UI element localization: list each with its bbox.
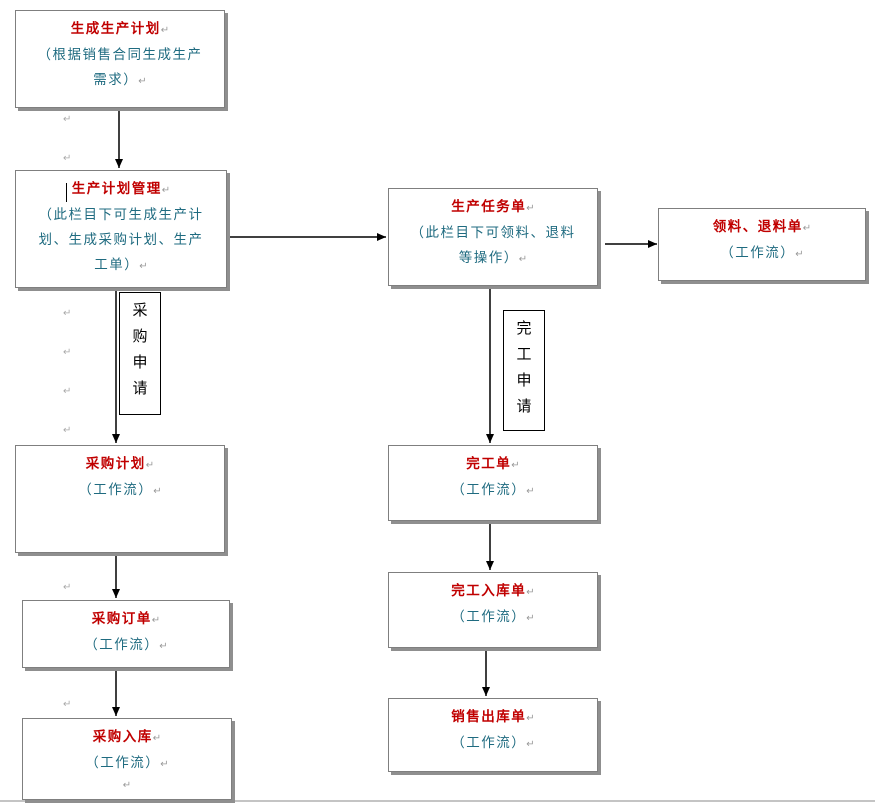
paragraph-mark: ↵: [63, 386, 72, 397]
box-title: 生产计划管理: [71, 181, 162, 197]
label-char: 请: [516, 397, 532, 415]
box-text: （工作流）: [78, 482, 154, 498]
box-text: 工单）: [94, 257, 140, 273]
paragraph-mark: ↵: [139, 261, 148, 272]
label-completion-request: 完 工 申 请: [503, 310, 545, 431]
box-text: 需求）: [93, 72, 139, 88]
box-text: （工作流）: [720, 245, 796, 261]
paragraph-mark: ↵: [151, 615, 161, 626]
label-char: 购: [132, 327, 148, 345]
box-purchase-plan: 采购计划↵ （工作流）↵: [15, 445, 225, 553]
paragraph-mark: ↵: [122, 780, 132, 791]
paragraph-mark: ↵: [153, 486, 162, 497]
paragraph-mark: ↵: [526, 739, 535, 750]
paragraph-mark: ↵: [63, 582, 72, 593]
paragraph-mark: ↵: [526, 713, 535, 724]
label-char: 完: [516, 319, 532, 337]
box-text: （工作流）: [84, 637, 160, 653]
label-char: 采: [132, 301, 148, 319]
label-char: 工: [516, 345, 532, 363]
box-title: 采购入库: [92, 729, 153, 745]
text-cursor: [66, 183, 67, 202]
box-purchase-order: 采购订单↵ （工作流）↵: [22, 600, 230, 668]
paragraph-mark: ↵: [138, 76, 147, 87]
label-char: 请: [132, 379, 148, 397]
box-title: 生成生产计划: [70, 21, 161, 37]
paragraph-mark: ↵: [802, 223, 812, 234]
paragraph-mark: ↵: [526, 203, 535, 214]
paragraph-mark: ↵: [526, 587, 535, 598]
paragraph-mark: ↵: [160, 759, 169, 770]
paragraph-mark: ↵: [160, 25, 170, 36]
paragraph-mark: ↵: [63, 347, 72, 358]
box-text: （此栏目下可生成生产计: [38, 207, 204, 223]
paragraph-mark: ↵: [63, 114, 72, 125]
paragraph-mark: ↵: [63, 308, 72, 319]
paragraph-mark: ↵: [526, 613, 535, 624]
box-text: 划、生成采购计划、生产: [38, 232, 204, 248]
box-title: 采购计划: [85, 456, 146, 472]
box-text: （工作流）: [451, 735, 527, 751]
box-production-plan-management: 生产计划管理↵ （此栏目下可生成生产计 划、生成采购计划、生产 工单）↵: [15, 170, 227, 288]
box-sales-outbound: 销售出库单↵ （工作流）↵: [388, 698, 598, 772]
box-title: 采购订单: [91, 611, 152, 627]
box-purchase-warehousing: 采购入库↵ （工作流）↵ ↵: [22, 718, 232, 800]
box-completion-warehousing: 完工入库单↵ （工作流）↵: [388, 572, 598, 648]
box-text: （工作流）: [451, 609, 527, 625]
box-generate-plan: 生成生产计划↵ （根据销售合同生成生产 需求）↵: [15, 10, 225, 108]
paragraph-mark: ↵: [152, 733, 162, 744]
paragraph-mark: ↵: [161, 185, 171, 196]
box-text: （工作流）: [85, 755, 161, 771]
box-text: （根据销售合同生成生产: [37, 47, 203, 63]
label-char: 申: [516, 371, 532, 389]
box-title: 完工单: [466, 456, 512, 472]
paragraph-mark: ↵: [63, 425, 72, 436]
box-text: （工作流）: [451, 482, 527, 498]
label-purchase-request: 采 购 申 请: [119, 292, 161, 415]
box-title: 生产任务单: [451, 199, 527, 215]
box-production-task: 生产任务单↵ （此栏目下可领料、退料 等操作）↵: [388, 188, 598, 286]
box-title: 完工入库单: [451, 583, 527, 599]
box-text: （此栏目下可领料、退料: [410, 225, 576, 241]
box-title: 领料、退料单: [712, 219, 803, 235]
box-material-issue-return: 领料、退料单↵ （工作流）↵: [658, 208, 866, 281]
box-completion: 完工单↵ （工作流）↵: [388, 445, 598, 521]
paragraph-mark: ↵: [518, 254, 528, 265]
paragraph-mark: ↵: [526, 486, 535, 497]
paragraph-mark: ↵: [795, 249, 804, 260]
paragraph-mark: ↵: [511, 460, 520, 471]
box-title: 销售出库单: [451, 709, 527, 725]
box-text: 等操作）: [458, 250, 519, 266]
paragraph-mark: ↵: [63, 699, 72, 710]
paragraph-mark: ↵: [145, 460, 155, 471]
paragraph-mark: ↵: [159, 641, 168, 652]
label-char: 申: [132, 353, 148, 371]
paragraph-mark: ↵: [63, 153, 72, 164]
